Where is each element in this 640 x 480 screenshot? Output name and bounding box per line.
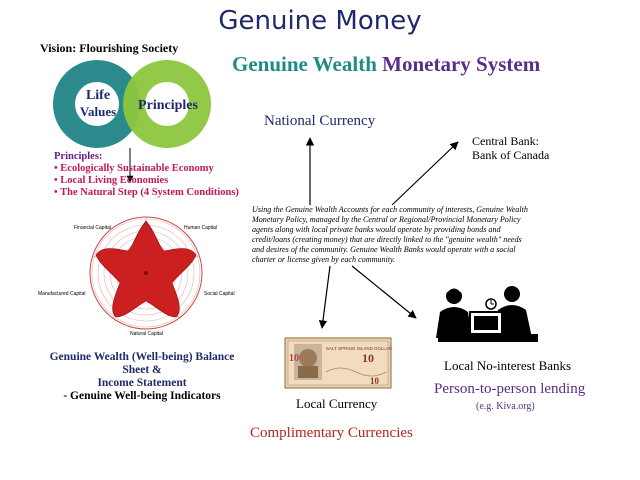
radar-star-shape bbox=[95, 220, 197, 318]
p2p-lending-label: Person-to-person lending bbox=[434, 381, 586, 397]
gw-caption-line2: Income Statement bbox=[97, 377, 187, 389]
venn-left-label-line1: Life bbox=[86, 88, 110, 103]
national-currency-label: National Currency bbox=[264, 113, 376, 129]
radar-label-financial: Financial Capital bbox=[74, 225, 111, 231]
radar-chart bbox=[89, 216, 203, 330]
venn-right-inner bbox=[145, 82, 189, 126]
principles-item: • The Natural Step (4 System Conditions) bbox=[54, 187, 239, 198]
radar-label-manufactured: Manufactured Capital bbox=[38, 291, 86, 297]
principles-item: • Ecologically Sustainable Economy bbox=[54, 163, 214, 174]
central-bank-line2: Bank of Canada bbox=[472, 148, 550, 162]
local-currency-label: Local Currency bbox=[296, 396, 378, 411]
bank-clipart bbox=[436, 286, 538, 342]
vision-label: Vision: Flourishing Society bbox=[40, 41, 179, 55]
principles-heading: Principles: bbox=[54, 151, 103, 162]
venn-diagram: Life Values Principles bbox=[53, 60, 211, 148]
local-banks-label: Local No-interest Banks bbox=[444, 358, 572, 373]
subtitle-genuine-wealth: Genuine Wealth bbox=[232, 52, 377, 76]
local-currency-banknote: SALT SPRING ISLAND DOLLAR 10 10 10 bbox=[284, 337, 393, 389]
venn-left-label-line2: Values bbox=[80, 104, 116, 119]
principles-list: Principles: • Ecologically Sustainable E… bbox=[54, 151, 239, 199]
genuine-wealth-caption: Genuine Wealth (Well-being) Balance Shee… bbox=[42, 351, 242, 403]
arrow-to-local-banks bbox=[351, 265, 417, 319]
kiva-label: (e.g. Kiva.org) bbox=[476, 401, 535, 412]
radar-label-natural: Natural Capital bbox=[130, 331, 163, 337]
radar-label-human: Human Capital bbox=[184, 225, 217, 231]
complimentary-currencies-label: Complimentary Currencies bbox=[250, 425, 413, 441]
banknote-top-text: SALT SPRING ISLAND DOLLAR bbox=[326, 346, 393, 351]
banknote-value-top: 10 bbox=[362, 351, 374, 365]
arrow-to-central-bank bbox=[391, 141, 459, 206]
central-bank-line1: Central Bank: bbox=[472, 134, 539, 148]
gw-caption-line3: - Genuine Well-being Indicators bbox=[63, 390, 221, 402]
venn-left-inner bbox=[75, 82, 119, 126]
arrow-to-local-currency bbox=[318, 265, 331, 329]
radar-label-social: Social Capital bbox=[204, 291, 235, 297]
venn-right-label: Principles bbox=[138, 98, 198, 113]
subtitle-monetary-system: Monetary System bbox=[382, 52, 541, 76]
subtitle: Genuine Wealth Monetary System bbox=[232, 52, 540, 77]
principles-item: • Local Living Economies bbox=[54, 175, 169, 186]
banknote-value-bottom: 10 bbox=[370, 376, 380, 386]
central-bank-label: Central Bank: Bank of Canada bbox=[472, 134, 582, 162]
gw-caption-line1: Genuine Wealth (Well-being) Balance Shee… bbox=[49, 351, 235, 376]
central-paragraph: Using the Genuine Wealth Accounts for ea… bbox=[252, 205, 528, 264]
page-title: Genuine Money bbox=[218, 6, 422, 36]
banknote-value-left: 10 bbox=[289, 353, 299, 364]
